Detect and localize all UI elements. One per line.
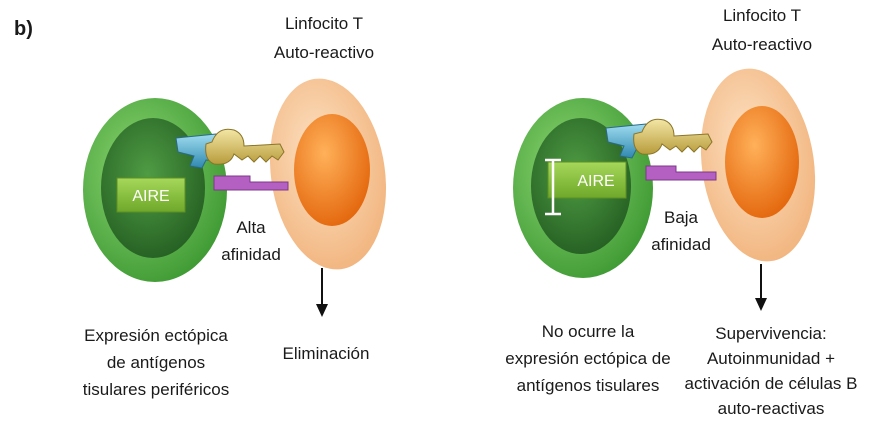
right-mtec-caption-line3: antígenos tisulares [516,376,660,395]
right-mtec-caption: No ocurre la expresión ectópica de antíg… [478,320,698,397]
right-outcome-arrow [755,264,767,311]
left-outcome-arrow [316,268,328,317]
right-outcome-line2: Autoinmunidad + [706,349,836,368]
left-affinity-line1: Alta [236,218,266,237]
left-mtec-caption-line2: de antígenos [106,353,206,372]
left-outcome-label: Eliminación [282,344,370,363]
right-outcome-line3: activación de células B [684,374,858,393]
left-affinity-label: Alta afinidad [206,216,296,266]
left-aire-box: AIRE [116,177,186,213]
right-affinity-line2: afinidad [651,235,711,254]
right-mtec-caption-line1: No ocurre la [541,322,635,341]
right-mtec-caption-line2: expresión ectópica de [505,349,671,368]
right-outcome-line4: auto-reactivas [717,399,825,418]
right-tcell [700,68,816,262]
left-mtec-caption-line1: Expresión ectópica [84,326,228,345]
left-tcr-key [175,128,285,169]
right-affinity-label: Baja afinidad [636,206,726,256]
right-tcell-title-line2: Auto-reactivo [711,35,813,54]
right-mhc-peptide [645,165,717,181]
right-aire-label: AIRE [577,173,614,190]
left-tcell [269,78,387,270]
right-aire-box: AIRE [547,161,627,199]
left-aire-label: AIRE [132,188,169,205]
right-affinity-line1: Baja [663,208,699,227]
right-tcell-title-line1: Linfocito T [722,6,802,25]
left-tcell-title-line1: Linfocito T [284,14,364,33]
left-tcell-title: Linfocito T Auto-reactivo [254,12,394,64]
right-inhibition-symbol [545,158,561,216]
right-tcr-key [605,118,713,159]
right-outcome-line1: Supervivencia: [715,324,827,343]
left-affinity-line2: afinidad [221,245,281,264]
right-outcome-label: Supervivencia: Autoinmunidad + activació… [676,322,866,420]
panel-label: b) [14,18,33,40]
left-mhc-peptide [213,175,289,191]
left-tcell-title-line2: Auto-reactivo [273,43,375,62]
right-tcell-title: Linfocito T Auto-reactivo [692,4,832,56]
left-mtec-caption-line3: tisulares periféricos [82,380,230,399]
left-mtec-caption: Expresión ectópica de antígenos tisulare… [36,324,276,401]
